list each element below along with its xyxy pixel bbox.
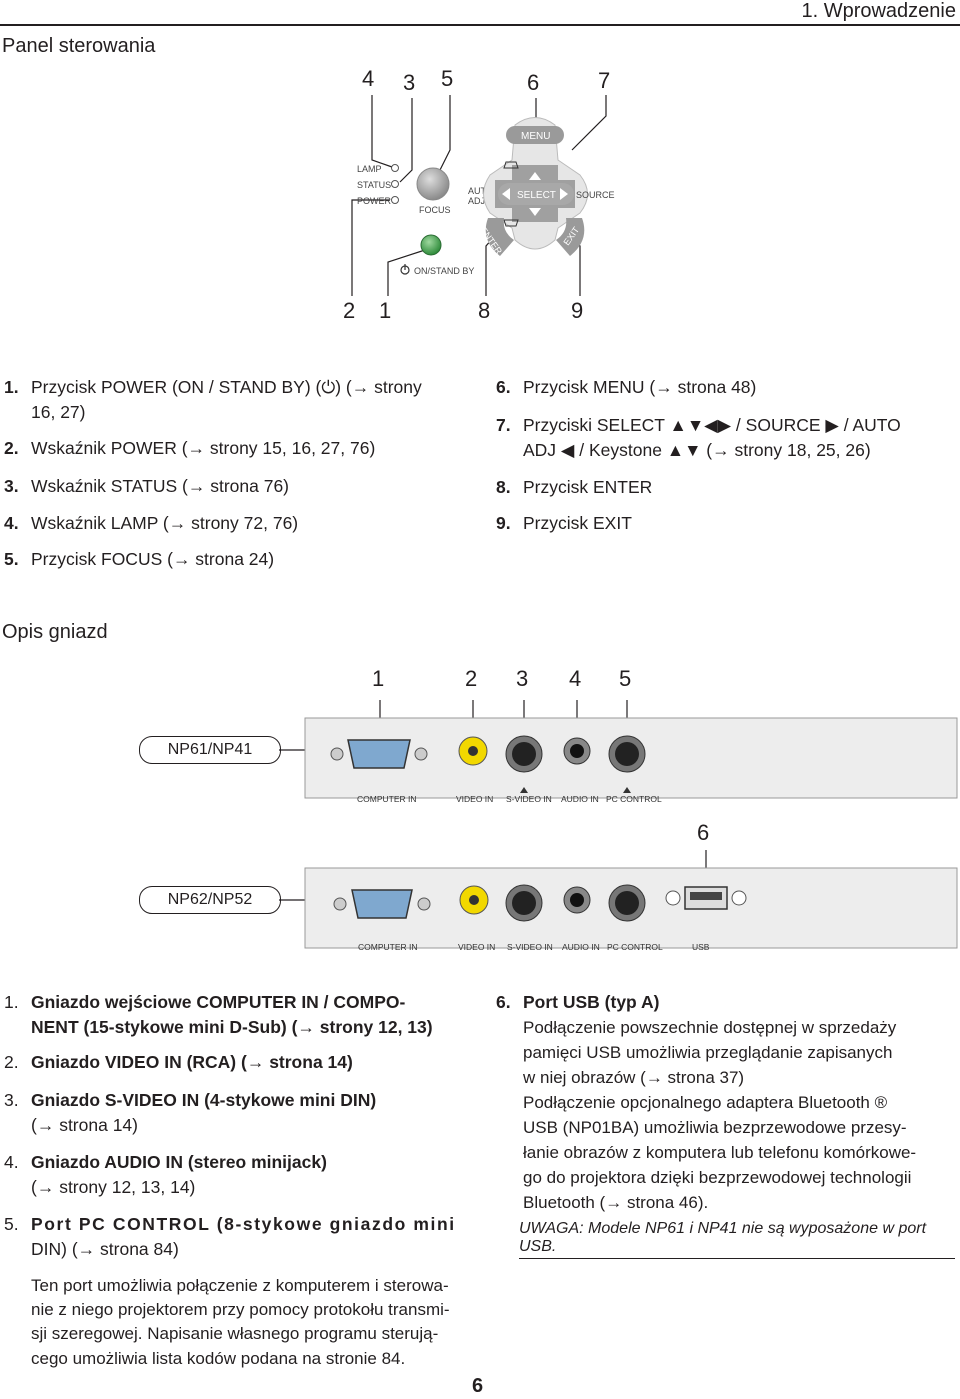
paragraph-line: Ten port umożliwia połączenie z komputer… [31,1276,449,1295]
sockets-diagram: COMPUTER IN VIDEO IN S-VIDEO IN AUDIO IN… [279,700,958,952]
list-item-cont: 16, 27) [31,402,86,422]
list-item: Gniazdo wejściowe COMPUTER IN / COMPO- [31,992,406,1012]
port-video-in-a: VIDEO IN [456,794,493,804]
usb-line: w niej obrazów (→ strona 37) [523,1068,745,1087]
power-label: POWER [357,196,392,206]
list-item: Przycisk EXIT [523,513,632,533]
port-computer-in-a: COMPUTER IN [357,794,417,804]
list-item-cont: (→ strony 12, 13, 14) [31,1177,196,1197]
callout-1: 1 [379,298,392,323]
adj-label: ADJ. [468,196,488,206]
list-num: 4. [4,513,19,533]
callout-s5: 5 [619,666,632,691]
port-svideo-in-a: S-VIDEO IN [506,794,552,804]
list-num: 6. [496,377,511,397]
list-item-cont: DIN) (→ strona 84) [31,1239,179,1259]
callout-s2: 2 [465,666,478,691]
list-num: 6. [496,992,511,1012]
sockets-section-title: Opis gniazd [2,621,108,643]
port-pc-control-a: PC CONTROL [606,794,662,804]
list-num: 9. [496,513,511,533]
list-num: 2. [4,438,19,458]
callout-9: 9 [571,298,584,323]
paragraph-line: sji szeregowej. Napisanie własnego progr… [31,1324,439,1343]
paragraph-line: cego umożliwia lista kodów podana na str… [31,1349,406,1368]
list-num: 8. [496,477,511,497]
control-panel-diagram: LAMP STATUS POWER FOCUS ON/STAND BY AUTO… [351,95,615,296]
usb-line: go do projektora dzięki bezprzewodowej t… [523,1168,912,1187]
callout-s4: 4 [569,666,582,691]
usb-line: łanie obrazów z komputera lub telefonu k… [523,1143,917,1162]
callout-4: 4 [362,66,375,91]
port-video-in-b: VIDEO IN [458,942,495,952]
callout-s1: 1 [372,666,385,691]
select-label: SELECT [517,190,556,201]
callout-3: 3 [403,70,416,95]
lamp-label: LAMP [357,164,382,174]
page-number: 6 [472,1375,484,1397]
list-item: Przyciski SELECT ▲▼◀▶ / SOURCE ▶ / AUTO [523,415,901,435]
list-num: 3. [4,476,19,496]
list-num: 7. [496,415,511,435]
list-item: Wskaźnik LAMP (→ strony 72, 76) [31,513,299,533]
usb-line: pamięci USB umożliwia przeglądanie zapis… [523,1043,893,1062]
port-audio-in-a: AUDIO IN [561,794,599,804]
focus-label: FOCUS [419,205,451,215]
usb-line: Podłączenie powszechnie dostępnej w sprz… [523,1018,897,1037]
list-item-cont: ADJ ◀ / Keystone ▲▼ (→ strony 18, 25, 26… [523,440,871,460]
port-usb-b: USB [692,942,710,952]
list-item: Port USB (typ A) [523,992,660,1012]
list-item: Wskaźnik STATUS (→ strona 76) [31,476,290,496]
onstandby-label: ON/STAND BY [414,266,474,276]
usb-note: UWAGA: Modele NP61 i NP41 nie są wyposaż… [519,1220,955,1259]
header-rule [0,24,960,26]
usb-line: Podłączenie opcjonalnego adaptera Blueto… [523,1093,888,1112]
port-pc-control-b: PC CONTROL [607,942,663,952]
port-svideo-in-b: S-VIDEO IN [507,942,553,952]
callout-2: 2 [343,298,356,323]
list-item: Wskaźnik POWER (→ strony 15, 16, 27, 76) [31,438,376,458]
menu-label: MENU [521,131,550,142]
list-num: 4. [4,1152,19,1172]
panel-section-title: Panel sterowania [2,35,156,57]
list-num: 2. [4,1052,19,1072]
port-computer-in-b: COMPUTER IN [358,942,418,952]
list-item: Przycisk FOCUS (→ strona 24) [31,549,275,569]
status-label: STATUS [357,180,391,190]
paragraph-line: nie z niego projektorem przy pomocy prot… [31,1300,450,1319]
list-item-cont: NENT (15-stykowe mini D-Sub) (→ strony 1… [31,1017,433,1037]
callout-8: 8 [478,298,491,323]
list-num: 1. [4,992,19,1012]
list-num: 1. [4,377,19,397]
port-audio-in-b: AUDIO IN [562,942,600,952]
list-item: Przycisk POWER (ON / STAND BY) (⏻) (→ st… [31,377,422,397]
list-item: Przycisk ENTER [523,477,653,497]
list-item: Gniazdo S-VIDEO IN (4-stykowe mini DIN) [31,1090,377,1110]
list-item: Przycisk MENU (→ strona 48) [523,377,757,397]
usb-line: USB (NP01BA) umożliwia bezprzewodowe prz… [523,1118,907,1137]
callout-s3: 3 [516,666,529,691]
callout-7: 7 [598,68,611,93]
auto-label: AUTO [468,186,493,196]
chapter-title: 1. Wprowadzenie [801,0,956,22]
list-item: Port PC CONTROL (8-stykowe gniazdo mini [31,1214,456,1234]
callout-5: 5 [441,66,454,91]
usb-line: Bluetooth (→ strona 46). [523,1193,709,1212]
list-num: 5. [4,1214,19,1234]
list-item: Gniazdo AUDIO IN (stereo minijack) [31,1152,327,1172]
callout-6: 6 [527,70,540,95]
list-num: 3. [4,1090,19,1110]
list-num: 5. [4,549,19,569]
list-item: Gniazdo VIDEO IN (RCA) (→ strona 14) [31,1052,353,1072]
list-item-cont: (→ strona 14) [31,1115,138,1135]
callout-s6: 6 [697,820,710,845]
source-label: SOURCE [576,190,615,200]
